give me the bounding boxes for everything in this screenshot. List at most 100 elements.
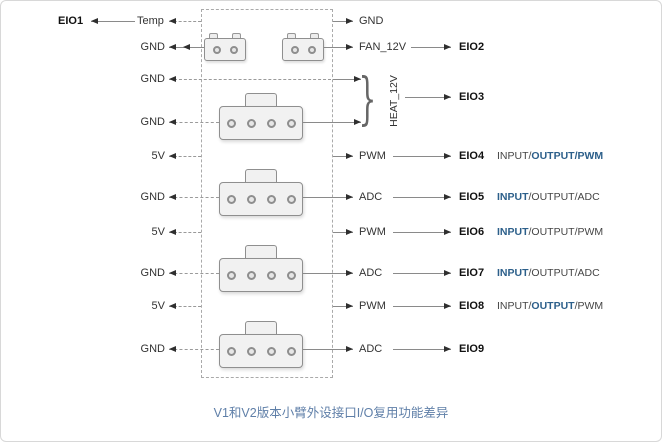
connector-4pin-4 — [219, 321, 303, 368]
pin-icon — [286, 346, 296, 356]
function-segment: /OUTPUT/ADC — [528, 267, 600, 279]
eio6-function-label: INPUT/OUTPUT/PWM — [497, 224, 603, 240]
wire-5v-c — [169, 303, 201, 309]
wire-fan — [324, 44, 353, 50]
gnd-label: GND — [140, 267, 165, 279]
connector-2pin-right — [282, 33, 324, 61]
pin-icon — [290, 45, 299, 54]
function-segment-highlight: OUTPUT — [531, 300, 575, 312]
wire-pwm-eio6 — [393, 229, 451, 235]
connector-tab — [245, 93, 277, 107]
function-segment: INPUT/ — [497, 300, 532, 312]
wire-eio1-temp — [91, 18, 135, 24]
wire-heat-eio3 — [405, 94, 451, 100]
eio5-function-label: INPUT/OUTPUT/ADC — [497, 189, 600, 205]
wire-5v-a — [169, 153, 201, 159]
wire-gnd-heat — [169, 76, 331, 82]
function-segment-highlight: OUTPUT/PWM — [531, 150, 604, 162]
pin-icon — [286, 270, 296, 280]
eio6-label: EIO6 — [459, 226, 485, 238]
gnd-label: GND — [140, 41, 165, 53]
gnd-label: GND — [140, 343, 165, 355]
pin-icon — [266, 346, 276, 356]
connector-4pin-1 — [219, 93, 303, 140]
eio9-label: EIO9 — [459, 343, 485, 355]
wire-fan-eio2 — [411, 44, 451, 50]
temp-label: Temp — [137, 15, 164, 27]
5v-label: 5V — [151, 300, 165, 312]
eio5-label: EIO5 — [459, 191, 485, 203]
wire-adc-a — [303, 194, 353, 200]
arrowhead-left-icon — [183, 44, 190, 50]
gnd-label: GND — [140, 73, 165, 85]
pin-icon — [266, 118, 276, 128]
wire-adc-eio9 — [393, 346, 451, 352]
connector-body — [219, 258, 303, 292]
wire-5v-b — [169, 229, 201, 235]
eio8-function-label: INPUT/OUTPUT/PWM — [497, 298, 603, 314]
pwm-label: PWM — [359, 300, 386, 312]
connector-2pin-left — [204, 33, 246, 61]
connector-tab — [245, 169, 277, 183]
wire-pwm-a — [333, 153, 353, 159]
5v-label: 5V — [151, 150, 165, 162]
eio7-function-label: INPUT/OUTPUT/ADC — [497, 265, 600, 281]
connector-latch-bumps — [204, 33, 246, 38]
adc-label: ADC — [359, 343, 383, 355]
eio8-label: EIO8 — [459, 300, 485, 312]
5v-label: 5V — [151, 226, 165, 238]
wire-pwm-b — [333, 229, 353, 235]
pin-icon — [246, 346, 256, 356]
function-segment: /OUTPUT/PWM — [528, 226, 604, 238]
function-segment: INPUT/ — [497, 150, 532, 162]
connector-latch-bumps — [282, 33, 324, 38]
wire-temp-module — [169, 18, 201, 24]
wire-gnd-conn4 — [169, 346, 219, 352]
wire-gnd-top — [333, 18, 353, 24]
pin-icon — [229, 45, 238, 54]
latch-bump — [209, 33, 218, 38]
connector-body — [219, 106, 303, 140]
function-segment-highlight: INPUT — [497, 226, 529, 238]
wire-pwm-c — [333, 303, 353, 309]
connector-body — [204, 38, 246, 61]
brace-icon: } — [358, 67, 377, 132]
wire-adc-eio7 — [393, 270, 451, 276]
function-segment-highlight: INPUT — [497, 267, 529, 279]
heat-12v-label: HEAT_12V — [388, 75, 400, 127]
fan-12v-label: FAN_12V — [359, 41, 407, 53]
gnd-label: GND — [140, 191, 165, 203]
gnd-label: GND — [140, 116, 165, 128]
gnd-top-label: GND — [359, 15, 384, 27]
latch-bump — [287, 33, 296, 38]
eio4-label: EIO4 — [459, 150, 485, 162]
pin-icon — [246, 270, 256, 280]
pin-icon — [286, 118, 296, 128]
pwm-label: PWM — [359, 150, 386, 162]
latch-bump — [310, 33, 319, 38]
wire-adc-c — [303, 346, 353, 352]
wire-heat-upper — [333, 76, 361, 82]
wire-gnd-conn2 — [169, 194, 219, 200]
connector-4pin-3 — [219, 245, 303, 292]
wire-adc-eio5 — [393, 194, 451, 200]
connector-body — [219, 182, 303, 216]
pin-icon — [226, 270, 236, 280]
pin-icon — [246, 118, 256, 128]
pin-icon — [266, 270, 276, 280]
connector-4pin-2 — [219, 169, 303, 216]
eio1-label: EIO1 — [58, 15, 84, 27]
function-segment: /OUTPUT/ADC — [528, 191, 600, 203]
adc-label: ADC — [359, 191, 383, 203]
pin-icon — [307, 45, 316, 54]
wire-gnd-conn3 — [169, 270, 219, 276]
eio3-label: EIO3 — [459, 91, 485, 103]
wire-adc-b — [303, 270, 353, 276]
pin-icon — [226, 118, 236, 128]
pwm-label: PWM — [359, 226, 386, 238]
function-segment-highlight: INPUT — [497, 191, 529, 203]
eio7-label: EIO7 — [459, 267, 485, 279]
diagram-caption: V1和V2版本小臂外设接口I/O复用功能差异 — [213, 406, 449, 420]
pin-icon — [286, 194, 296, 204]
